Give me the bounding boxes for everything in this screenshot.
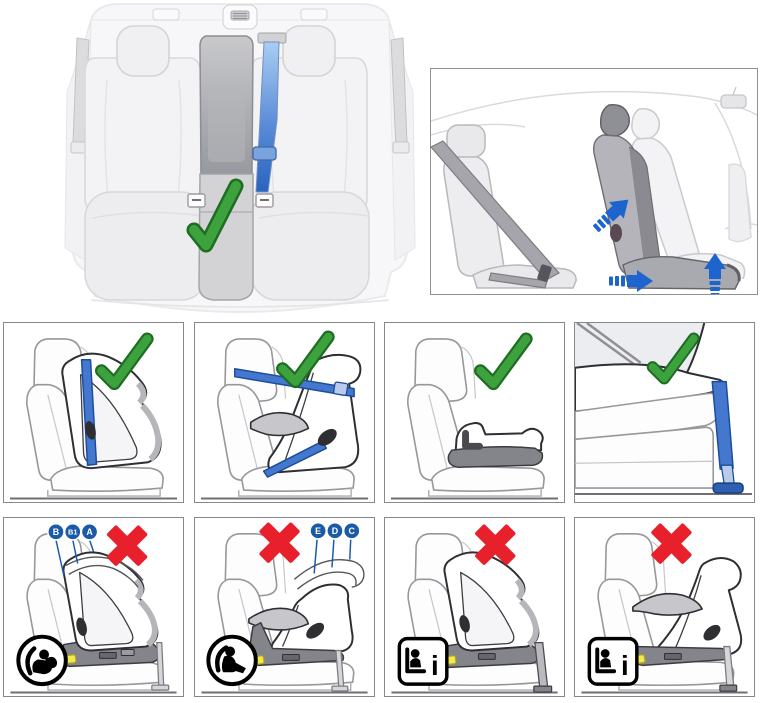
svg-text:B: B (53, 527, 59, 537)
belt-buckles (187, 193, 274, 208)
svg-text:D: D (332, 526, 339, 536)
forward-facing-child-seat (248, 583, 354, 657)
size-class-badges: B B1 A (47, 522, 99, 576)
rear-facing-child-seat (61, 352, 162, 470)
svg-text:i: i (431, 650, 439, 681)
rear-seatbelt (431, 140, 560, 289)
panel-rear-facing-isofix-sizes: B B1 A (3, 517, 184, 697)
vehicle-seat-cushion (575, 392, 753, 496)
rear-facing-child-seat (444, 552, 538, 650)
panel-forward-facing-isofix-sizes: E D C (194, 517, 375, 697)
svg-text:A: A (86, 527, 93, 537)
seatbelt (262, 428, 337, 478)
svg-text:C: C (349, 526, 356, 536)
green-checkmark-icon (480, 339, 526, 384)
seat-adjustment-illustration (430, 68, 758, 295)
green-checkmark-icon (186, 178, 244, 253)
support-leg (719, 645, 738, 692)
booster-seat (447, 422, 544, 468)
center-console (198, 35, 254, 301)
panel-forward-facing-top-tether (194, 322, 375, 503)
rear-bench-illustration (55, 0, 425, 316)
i-size-square-icon: i (397, 636, 449, 686)
support-leg (331, 649, 349, 692)
svg-text:E: E (315, 526, 321, 536)
panel-forward-facing-i-size: i (574, 517, 755, 697)
rear-seat-side (443, 124, 577, 289)
support-leg (533, 641, 553, 693)
rear-view-mirror (720, 94, 747, 109)
shelf-center-vent (222, 4, 258, 30)
seatbelt (80, 359, 98, 466)
rear-seat-left (84, 25, 208, 301)
svg-text:i: i (621, 650, 629, 681)
cabin-sketch (431, 86, 757, 243)
panel-rear-facing-i-size: i (384, 517, 565, 697)
rear-seat-right (250, 25, 370, 301)
forward-facing-child-seat-circle-icon (206, 634, 258, 687)
support-leg (151, 641, 170, 691)
svg-text:B1: B1 (68, 528, 77, 537)
center-seatbelt (252, 32, 287, 193)
panel-support-leg (574, 322, 755, 503)
rear-facing-infant-seat-circle-icon (16, 634, 68, 687)
panel-rear-facing-child-seat-seatbelt (3, 322, 184, 503)
i-size-square-icon: i (587, 636, 639, 686)
vehicle-seat (389, 337, 560, 500)
size-class-badges: E D C (309, 521, 361, 574)
support-leg (711, 380, 744, 494)
red-cross-icon (106, 524, 149, 567)
panel-booster-seat (384, 322, 565, 503)
red-cross-icon (650, 522, 693, 565)
